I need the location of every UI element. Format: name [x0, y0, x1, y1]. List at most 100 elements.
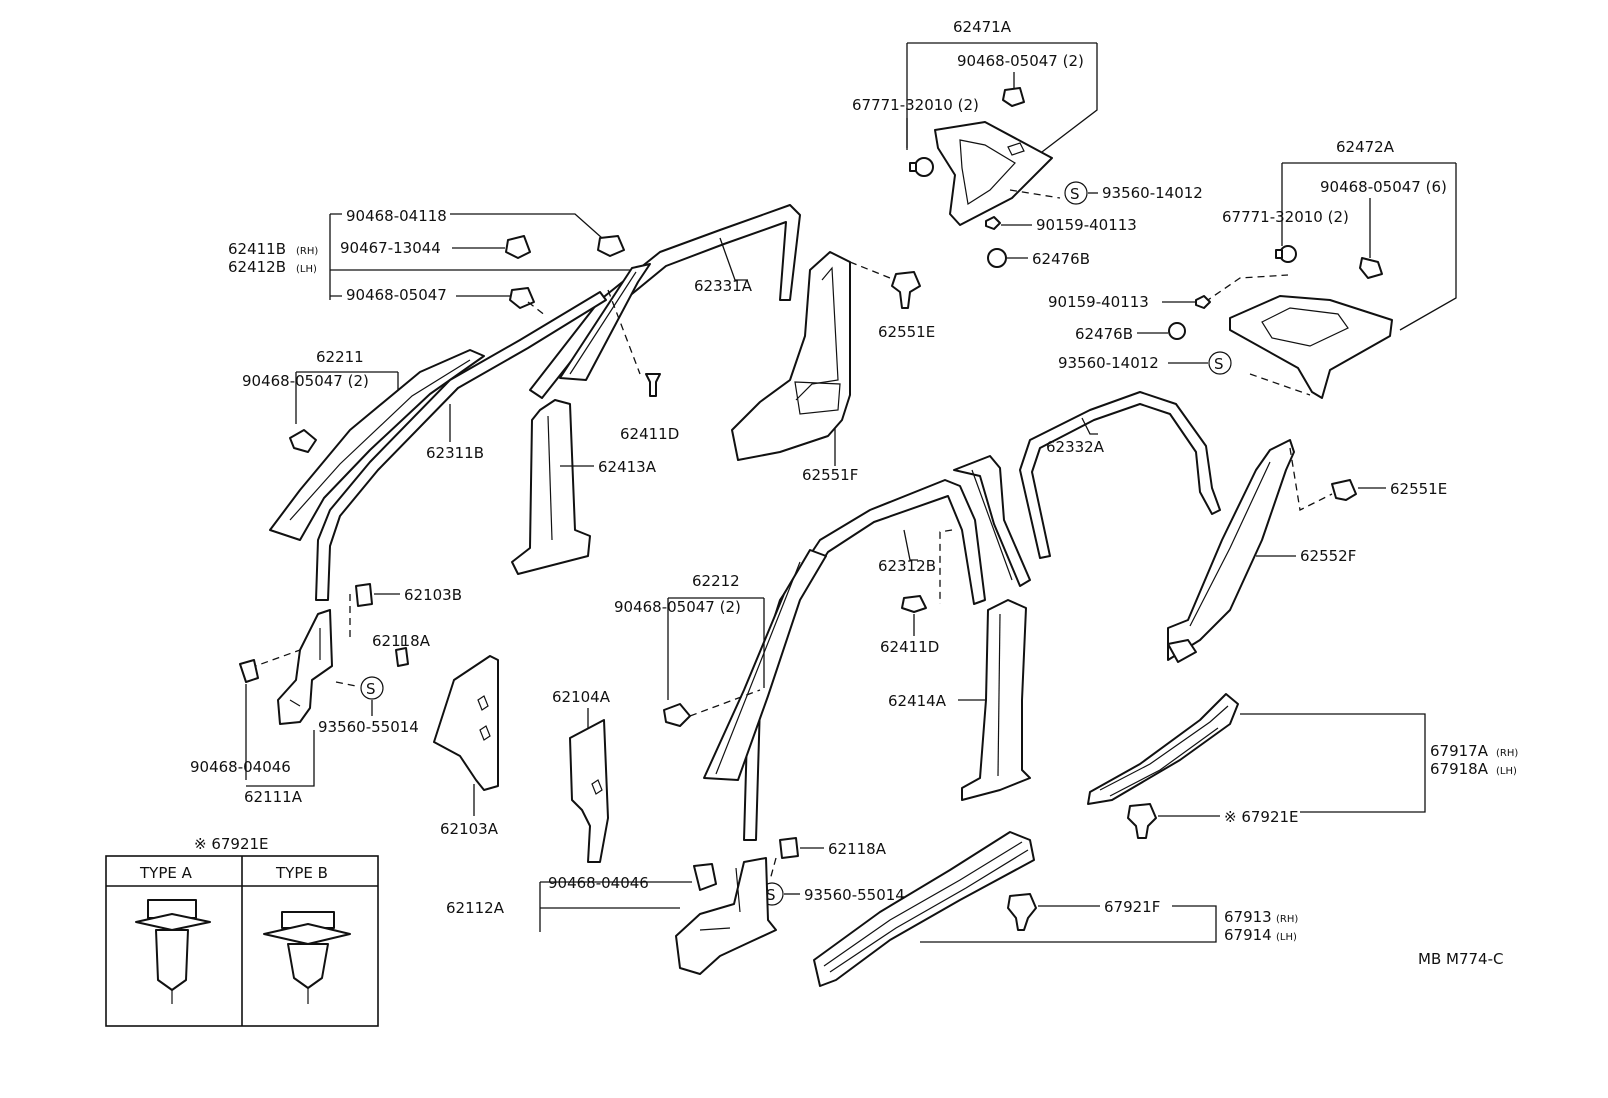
label-62311B: 62311B: [426, 444, 484, 462]
label-62112A: 62112A: [446, 899, 505, 917]
kick-panel-62112A: [675, 857, 777, 975]
label-67921F: 67921F: [1104, 898, 1160, 916]
assembly-62103A: 62103A: [433, 655, 499, 838]
label-67914-side: (LH): [1276, 932, 1297, 943]
grommet-67771-32010-right: [1275, 245, 1297, 263]
label-67917A: 67917A: [1430, 742, 1489, 760]
clip-table-type-a: TYPE A: [139, 864, 193, 882]
label-62414A: 62414A: [888, 692, 947, 710]
label-90467-13044: 90467-13044: [340, 239, 441, 257]
label-62551E-top: 62551E: [878, 323, 935, 341]
clip-90468-04118: [597, 235, 625, 257]
label-62472A: 62472A: [1336, 138, 1395, 156]
assembly-62104A: 62104A: [552, 688, 611, 863]
garnish-62211: [269, 349, 485, 541]
garnish-upper-b: [953, 455, 1031, 587]
label-90468-04046-left: 90468-04046: [190, 758, 291, 776]
assembly-62332A: 62332A: [1019, 391, 1221, 559]
clip-62411D-mid: [901, 595, 927, 613]
label-93560-55014-mid: 93560-55014: [804, 886, 905, 904]
nut-62476B-top: [987, 248, 1007, 268]
label-62411B: 62411B: [228, 240, 286, 258]
trim-62552F: [1167, 439, 1295, 661]
s-symbol: S: [766, 886, 776, 904]
clip-90468-05047-left: [509, 287, 535, 309]
label-62411D-top: 62411D: [620, 425, 679, 443]
s-mark-93560-14012-right: [1208, 351, 1232, 375]
clip-90468-05047-2-left: [289, 429, 317, 453]
label-62312B: 62312B: [878, 557, 936, 575]
label-93560-55014-left: 93560-55014: [318, 718, 419, 736]
scuff-plate-67917A: [1087, 693, 1239, 805]
label-90468-05047-2-top: 90468-05047 (2): [957, 52, 1084, 70]
label-62103A: 62103A: [440, 820, 499, 838]
label-62332A: 62332A: [1046, 438, 1105, 456]
label-62471A: 62471A: [953, 18, 1012, 36]
clip-type-b-icon: [263, 911, 351, 1004]
screw-90159-40113-right: [1195, 295, 1211, 309]
cover-62103A: [433, 655, 499, 791]
label-90159-40113-top: 90159-40113: [1036, 216, 1137, 234]
assembly-62211: 62211 90468-05047 (2) 62311B: [242, 291, 607, 601]
kick-panel-62111A: [277, 609, 333, 725]
clip-90468-04046-mid: [693, 863, 717, 891]
s-mark-93560-55014-left: [360, 676, 384, 700]
clip-62118A-mid: [779, 837, 799, 859]
label-67921E-ref: ※ 67921E: [1224, 808, 1299, 826]
label-67914: 67914: [1224, 926, 1272, 944]
assembly-62112A: 62118A S 93560-55014 90468-04046 62112A: [446, 837, 905, 975]
clip-62551E-top: [891, 271, 921, 309]
s-symbol: S: [1214, 355, 1224, 373]
bracket-62552F: [1167, 639, 1197, 663]
assembly-67913: 67921F 67913 (RH) 67914 (LH): [813, 831, 1298, 987]
screw-90159-40113-top: [985, 216, 1001, 230]
assembly-62471A: 62471A 90468-05047 (2) 67771-32010 (2) S…: [852, 18, 1203, 268]
clip-67921F: [1007, 893, 1037, 931]
label-62411D-mid: 62411D: [880, 638, 939, 656]
label-62118A-mid: 62118A: [828, 840, 887, 858]
label-67913: 67913: [1224, 908, 1272, 926]
s-symbol: S: [366, 680, 376, 698]
pillar-62413A: [511, 399, 591, 575]
clip-67921E: [1127, 803, 1157, 839]
clip-62411D-top: [645, 373, 661, 397]
label-93560-14012-top: 93560-14012: [1102, 184, 1203, 202]
label-62212: 62212: [692, 572, 740, 590]
label-62118A-left: 62118A: [372, 632, 431, 650]
clip-type-table: ※ 67921E TYPE A TYPE B: [105, 835, 379, 1027]
label-67771-32010-2-right: 67771-32010 (2): [1222, 208, 1349, 226]
label-90159-40113-right: 90159-40113: [1048, 293, 1149, 311]
assembly-62312B: 62312B 62411D: [703, 455, 1031, 841]
s-mark-93560-14012-top: [1064, 181, 1088, 205]
trim-62212: [703, 549, 827, 781]
assembly-62331A: 62331A 62411D: [529, 204, 801, 443]
label-62111A: 62111A: [244, 788, 303, 806]
trim-62411B: [559, 263, 651, 381]
grommet-67771-32010-top: [909, 157, 934, 177]
label-67771-32010-2-top: 67771-32010 (2): [852, 96, 979, 114]
label-67913-side: (RH): [1276, 914, 1298, 925]
assembly-62411B: 90468-04118 62411B (RH) 62412B (LH) 9046…: [228, 207, 642, 317]
clip-90468-05047-mid: [663, 703, 691, 727]
assembly-62414A: 62414A: [888, 599, 1031, 801]
label-62551F: 62551F: [802, 466, 858, 484]
label-67918A: 67918A: [1430, 760, 1489, 778]
clip-90468-05047-right: [1359, 257, 1383, 279]
nut-62476B-right: [1168, 322, 1186, 340]
s-symbol: S: [1070, 185, 1080, 203]
label-62476B-top: 62476B: [1032, 250, 1090, 268]
label-62412B: 62412B: [228, 258, 286, 276]
clip-62103B: [355, 583, 373, 607]
label-93560-14012-right: 93560-14012: [1058, 354, 1159, 372]
panel-62472A: [1229, 295, 1393, 399]
label-62411B-side: (RH): [296, 246, 318, 257]
label-90468-04118: 90468-04118: [346, 207, 447, 225]
label-62103B: 62103B: [404, 586, 462, 604]
weatherstrip-62332A: [1019, 391, 1221, 559]
fastener-90467-13044: [505, 235, 531, 259]
clip-62118A-left: [395, 647, 409, 667]
weatherstrip-62311B: [315, 291, 607, 601]
assembly-62551F: 62551E 62551F: [731, 251, 935, 484]
pillar-62414A: [961, 599, 1031, 801]
